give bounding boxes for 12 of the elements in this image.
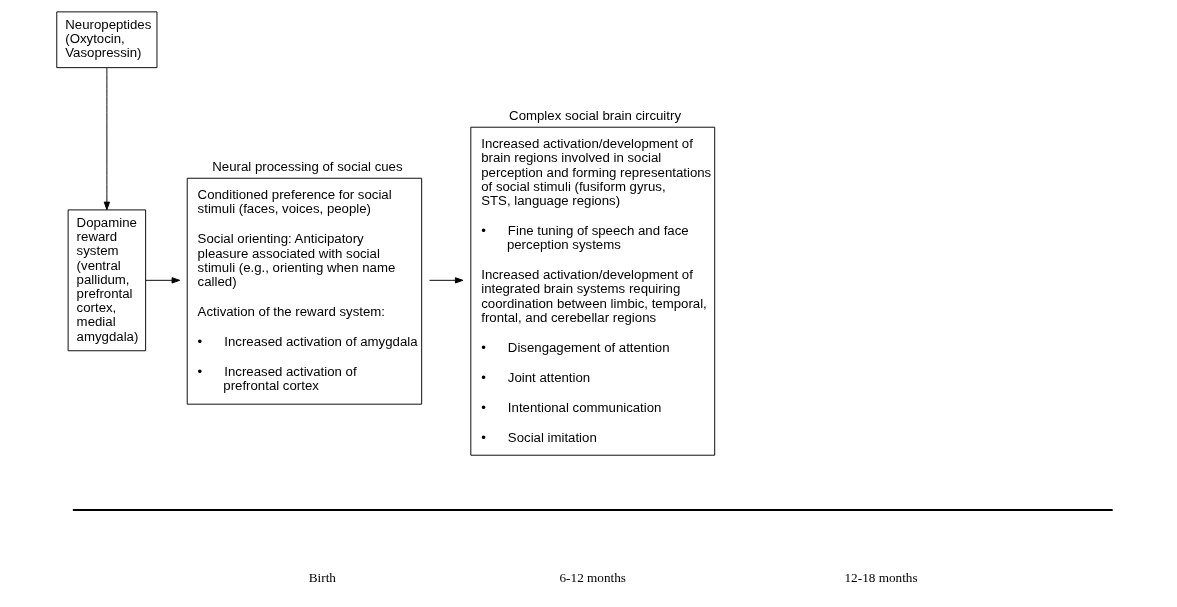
arrow	[429, 277, 464, 284]
node-box: Increased activation/development of brain regions involved in social perception and forming representations of social stimuli (fusiform gyrus, STS, language regions) • Fine tuning of speech and face perception systems Increased activation/development of integrated brain systems requiring coordination between limbic, temporal, frontal, and cerebellar regions • Disengagement of attention • Joint attention • Intentional communication • Social imitation	[470, 126, 716, 456]
node-label: Neural processing of social cues	[212, 158, 403, 174]
label: Birth	[308, 569, 336, 585]
node-box: Neuropeptides (Oxytocin, Vasopressin)	[56, 11, 158, 69]
arrow	[145, 277, 181, 284]
node-box: Dopamine reward system (ventral pallidum, prefrontal cortex, medial amygdala)	[67, 209, 147, 352]
label: 12-18 months	[844, 569, 918, 585]
node-label: Complex social brain circuitry	[509, 107, 681, 123]
node-box: Conditioned preference for social stimuli (faces, voices, people) Social orienting: Anticipatory pleasure associated with social stimuli (e.g., orienting when name called) Activation of the reward system: • Increased activation of amygdala • Increased activation of prefrontal cortex	[186, 177, 423, 405]
label: 6-12 months	[559, 569, 626, 585]
arrow	[103, 67, 110, 211]
